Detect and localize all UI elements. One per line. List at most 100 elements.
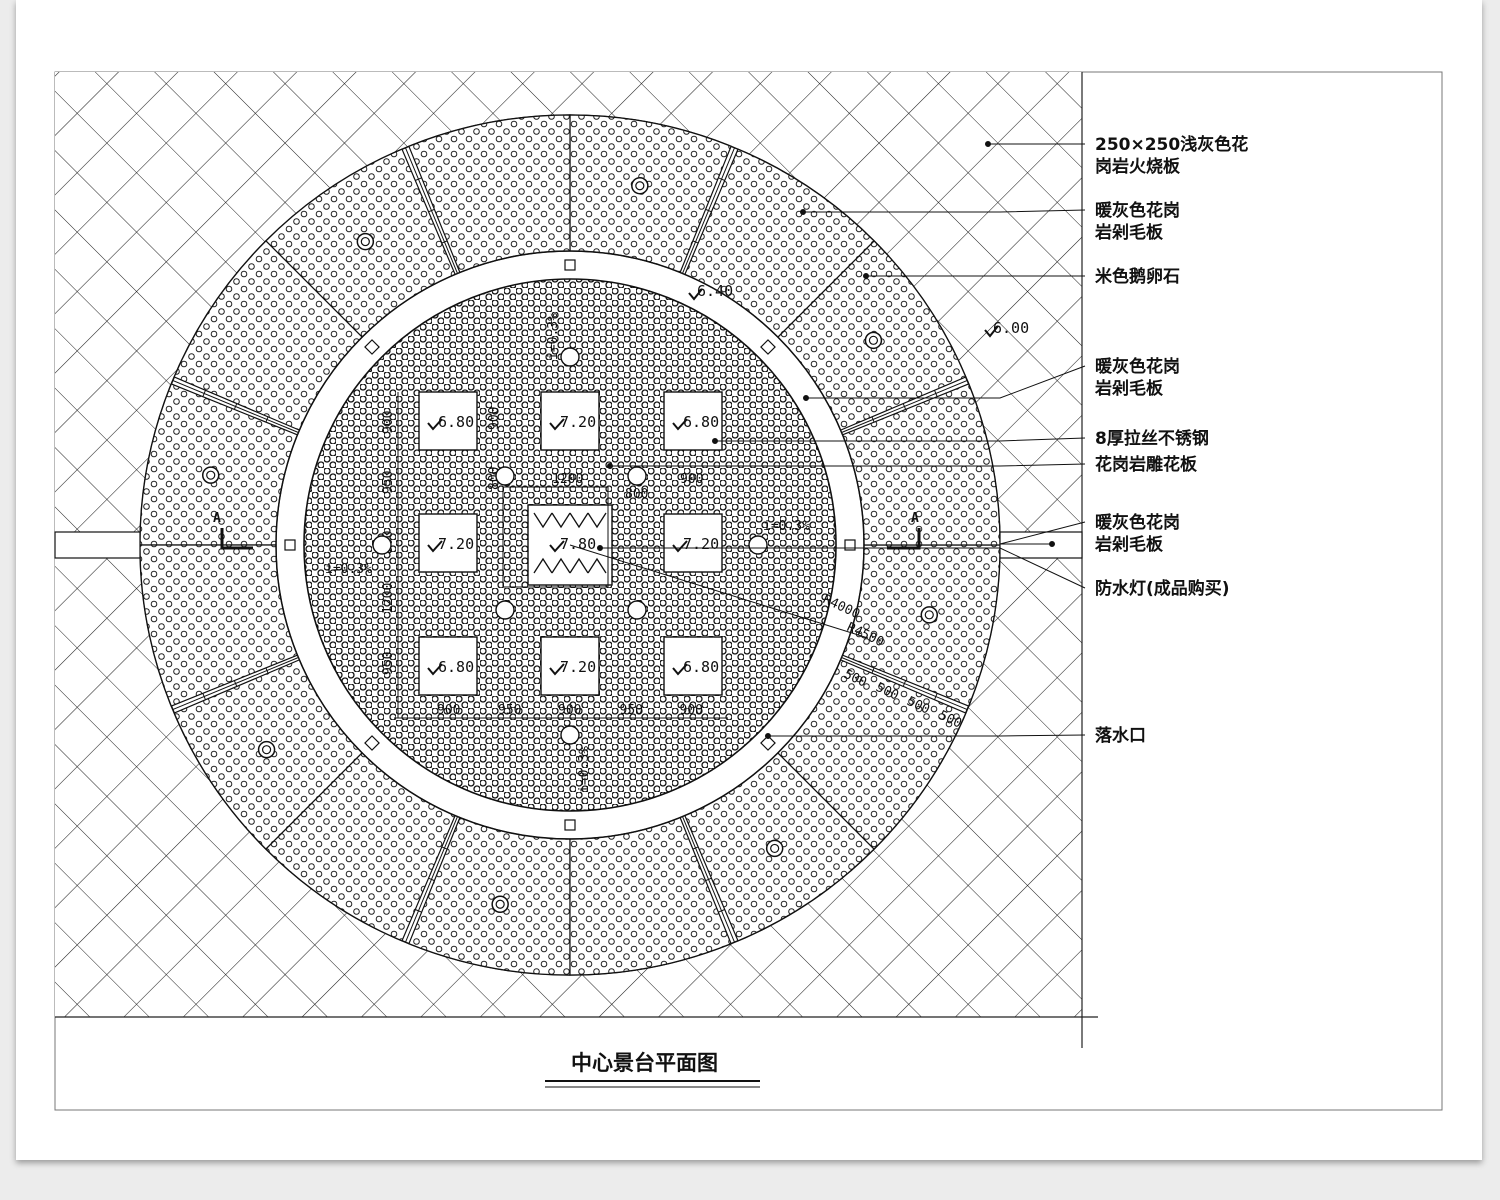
- level-label: 6.80: [438, 413, 474, 431]
- light-icon: [864, 331, 883, 350]
- level-mark: [427, 540, 443, 553]
- carving-pattern: [551, 512, 571, 574]
- light-icon: [356, 232, 375, 251]
- band-marker: [564, 819, 576, 831]
- paving-joint: [682, 147, 736, 274]
- level-ring: 6.40: [697, 282, 733, 300]
- dim-label: 950: [381, 471, 396, 494]
- steel-plate: [540, 391, 600, 451]
- light-icon: [631, 176, 649, 195]
- light-icon-core: [495, 899, 505, 909]
- dim-label: 800: [625, 487, 648, 502]
- drain-icon: [627, 466, 647, 486]
- light-icon-core: [206, 470, 216, 480]
- steel-plate: [418, 513, 478, 573]
- note-line: 暖灰色花岗: [1095, 512, 1180, 533]
- slope-top: i=0.3%: [546, 313, 561, 360]
- carving-pattern: [533, 512, 553, 574]
- steel-plate: [418, 636, 478, 696]
- drawing-title: 中心景台平面图: [571, 1051, 718, 1075]
- level-label: 7.80: [560, 535, 596, 553]
- steel-plate: [540, 636, 600, 696]
- level-label: 6.80: [683, 658, 719, 676]
- dim-label: 900: [558, 703, 581, 718]
- note-line: 8厚拉丝不锈钢: [1095, 428, 1209, 449]
- leader-dot: [800, 209, 806, 215]
- dim-label: 950: [498, 703, 521, 718]
- carving-pattern: [569, 512, 589, 574]
- level-mark: [672, 418, 688, 431]
- note-line: 暖灰色花岗: [1095, 200, 1180, 221]
- drain-icon: [560, 347, 580, 367]
- level-label: 6.80: [438, 658, 474, 676]
- band-marker: [760, 735, 776, 751]
- leader-dot: [985, 141, 991, 147]
- note-line: 米色鹅卵石: [1095, 266, 1180, 287]
- leader-dot: [597, 545, 603, 551]
- band-marker: [364, 735, 380, 751]
- section-mark-left-symbol: [220, 528, 253, 550]
- leader-line: [600, 547, 1086, 589]
- dim-label: 1200: [381, 583, 396, 614]
- note-line: 落水口: [1095, 725, 1146, 746]
- light-icon: [257, 740, 276, 759]
- level-mark: [549, 540, 565, 553]
- light-icon-core: [868, 335, 879, 345]
- note-line: 岩剁毛板: [1094, 534, 1164, 555]
- level-mark: [672, 540, 688, 553]
- drain-icon: [560, 725, 580, 745]
- paving-joint: [172, 379, 299, 433]
- light-icon: [491, 895, 509, 914]
- radius-line: [569, 544, 869, 639]
- outer-ring: [54, 114, 1083, 976]
- band-marker: [760, 339, 776, 355]
- dim-label: 900: [680, 703, 703, 718]
- ring-inner-band: [275, 250, 865, 840]
- level-mark: [549, 663, 565, 676]
- light-icon-core: [635, 181, 645, 191]
- leader-dot: [712, 438, 718, 444]
- dim-label: 900: [487, 407, 502, 430]
- drain-icon: [495, 466, 515, 486]
- drain-icon: [495, 600, 515, 620]
- leader-line: [768, 734, 1086, 737]
- steel-plate: [418, 391, 478, 451]
- leader-dot: [1049, 541, 1055, 547]
- carving-pattern: [587, 512, 607, 574]
- level-mark: [427, 663, 443, 676]
- band-marker: [284, 539, 296, 551]
- paving-joint: [404, 147, 458, 274]
- drain-icon: [748, 535, 768, 555]
- note-line: 防水灯(成品购买): [1095, 578, 1230, 599]
- dim-box: [502, 486, 609, 588]
- band-marker: [364, 339, 380, 355]
- light-icon-core: [360, 236, 370, 247]
- note-line: 250×250浅灰色花: [1095, 134, 1248, 155]
- dim-label: 950: [381, 652, 396, 675]
- steel-plate: [663, 391, 723, 451]
- level-mark: [427, 418, 443, 431]
- note-line: 花岗岩雕花板: [1095, 454, 1198, 475]
- light-icon-core: [770, 843, 780, 854]
- paving-joint: [172, 657, 299, 711]
- light-icon: [765, 839, 784, 858]
- material-notes: 250×250浅灰色花岗岩火烧板暖灰色花岗岩剁毛板米色鹅卵石暖灰色花岗岩剁毛板8…: [1094, 134, 1248, 746]
- slope-bottom: i=0.3%: [577, 746, 592, 793]
- level-label: 7.20: [683, 535, 719, 553]
- note-line: 暖灰色花岗: [1095, 356, 1180, 377]
- level-ring-mark: [688, 288, 703, 301]
- level-mark: [549, 418, 565, 431]
- leader-dot: [803, 395, 809, 401]
- leader-line: [715, 437, 1086, 442]
- note-line: 岩剁毛板: [1094, 378, 1164, 399]
- dim-label: 1200: [552, 472, 583, 487]
- paving-joint: [404, 816, 458, 943]
- entry-path-left: [54, 531, 141, 559]
- paving-joint: [682, 816, 736, 943]
- level-mark: [672, 663, 688, 676]
- light-icon-core: [924, 610, 934, 620]
- paving-joint: [841, 657, 968, 711]
- leader-line: [806, 365, 1086, 399]
- dim-label: 900: [680, 472, 703, 487]
